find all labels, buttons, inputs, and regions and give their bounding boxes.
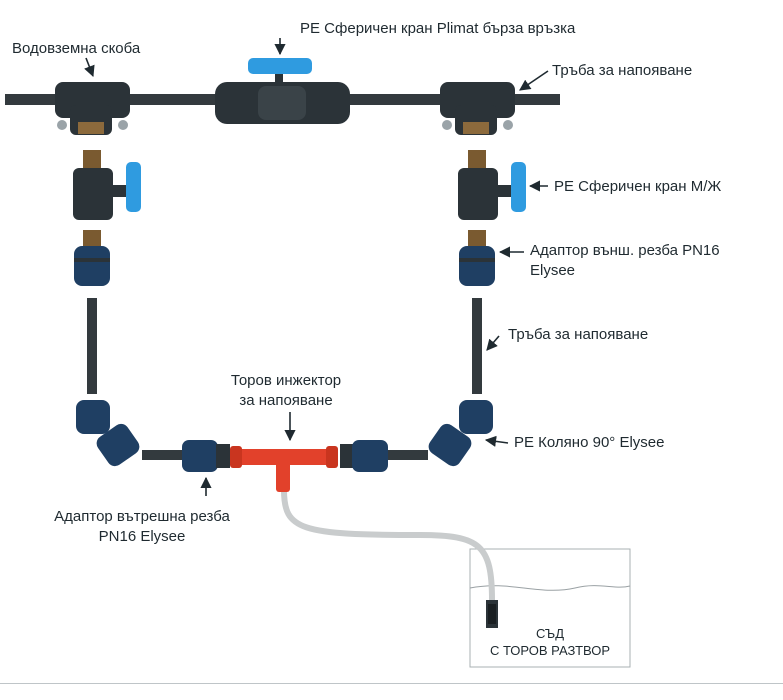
hose <box>281 487 498 628</box>
top-ball-valve <box>215 58 350 124</box>
label-adapter-external-line1: Адаптор външ. резба PN16 <box>530 242 720 259</box>
left-adapter-internal <box>182 440 230 472</box>
label-injector-line1: Торов инжектор <box>230 372 342 389</box>
bottom-divider <box>0 683 783 684</box>
right-elbow <box>428 400 493 467</box>
label-adapter-external-line2: Elysee <box>530 262 576 279</box>
label-side-ball-valve: PE Сферичен кран М/Ж <box>554 178 722 195</box>
right-vertical-pipe <box>472 298 482 394</box>
pointer-arrows <box>84 38 549 496</box>
label-adapter-internal-line1: Адаптор вътрешна резба <box>54 508 230 525</box>
label-adapter-internal-line2: PN16 Elysee <box>98 528 186 545</box>
label-injector-line2: за напояване <box>239 392 333 409</box>
left-saddle-clamp <box>55 82 130 135</box>
bottom-left-pipe <box>142 450 182 460</box>
right-adapter-external <box>459 230 495 286</box>
fertilizer-injector <box>230 446 338 492</box>
label-pipe-top: Тръба за напояване <box>552 62 693 79</box>
label-saddle-clamp: Водовземна скоба <box>12 40 141 57</box>
label-tank-line1: СЪД <box>535 626 565 641</box>
right-ball-valve <box>458 150 526 220</box>
left-adapter-external <box>74 230 110 286</box>
bottom-right-pipe <box>388 450 428 460</box>
label-top-ball-valve: PE Сферичен кран Plimat бърза връзка <box>300 20 576 37</box>
left-elbow <box>76 400 140 467</box>
label-pipe-right: Тръба за напояване <box>508 326 649 343</box>
left-vertical-pipe <box>87 298 97 394</box>
left-ball-valve <box>73 150 141 220</box>
right-saddle-clamp <box>440 82 515 135</box>
label-elbow: PE Коляно 90° Elysee <box>514 434 665 451</box>
label-tank-line2: С ТОРОВ РАЗТВОР <box>489 643 611 658</box>
right-adapter-internal <box>340 440 388 472</box>
